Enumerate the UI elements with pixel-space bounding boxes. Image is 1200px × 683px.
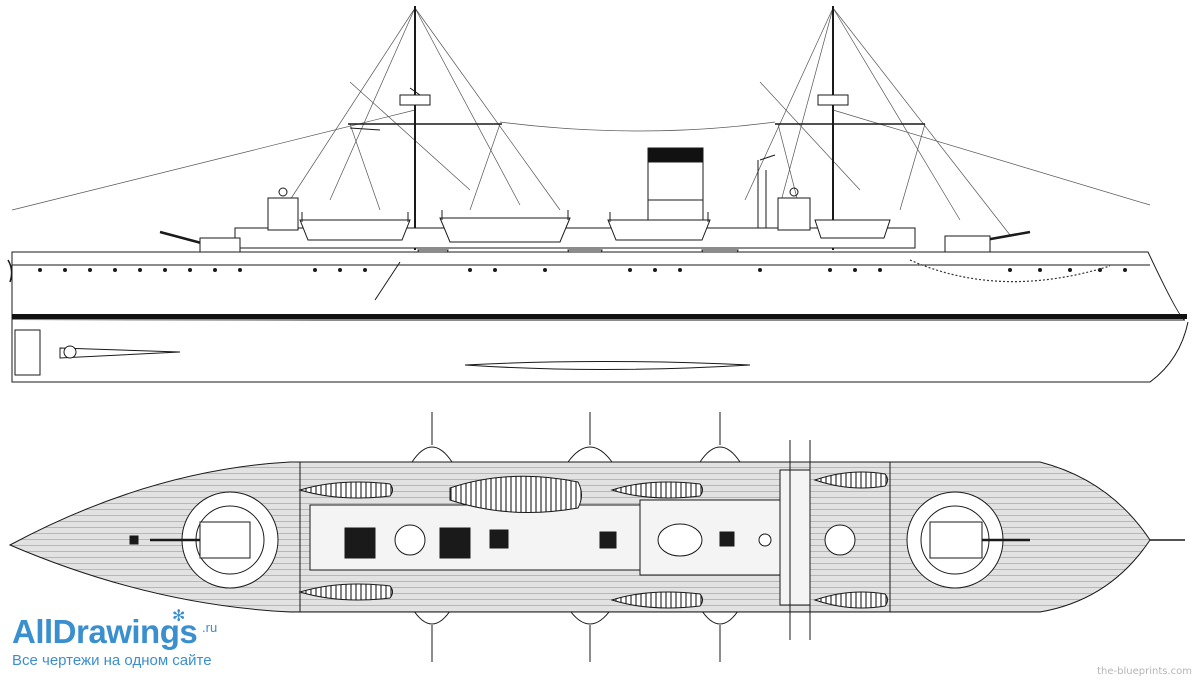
watermark: AllDrawings ✻ .ru Все чертежи на одном с…: [12, 608, 217, 669]
watermark-title: AllDrawings: [12, 613, 198, 650]
superstructure: [234, 160, 916, 249]
aft-turret-plan: [906, 491, 1030, 589]
rigging: [11, 7, 1151, 236]
mast-main: [759, 6, 925, 250]
fore-turret-plan: [150, 491, 279, 589]
guns-side: [159, 230, 1031, 246]
aft-turret-side: [944, 235, 991, 255]
funnel: [647, 147, 704, 231]
ladder: [374, 261, 401, 301]
hatches: [129, 527, 735, 559]
side-elevation: [7, 6, 1189, 383]
anchor-chain: [909, 259, 1111, 283]
funnel-plan: [394, 523, 856, 557]
boats-side: [299, 210, 891, 243]
mast-fore: [348, 6, 502, 250]
deck-plan: [8, 412, 1185, 662]
ships-wheel-icon: ✻: [172, 608, 186, 625]
portholes: [38, 268, 1127, 272]
boats-plan: [298, 471, 888, 609]
watermark-subtitle: Все чертежи на одном сайте: [12, 652, 212, 669]
hull-side: [7, 251, 1189, 383]
watermark-tld: .ru: [202, 620, 218, 635]
source-credit: the-blueprints.com: [1097, 666, 1192, 677]
